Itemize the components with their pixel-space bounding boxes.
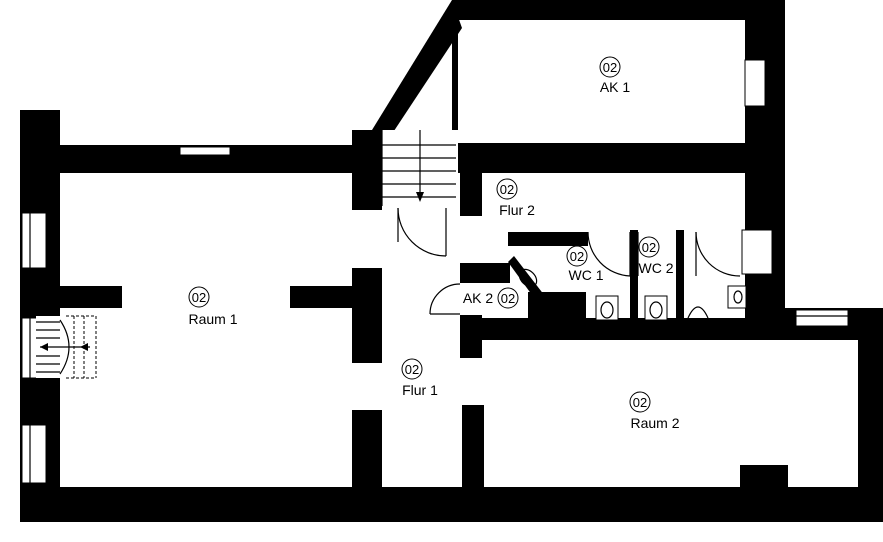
room-wc1: 02 WC 1	[566, 245, 604, 283]
urinal	[687, 306, 709, 319]
room-raum2-level: 02	[633, 395, 647, 410]
wall-wc-top-left	[508, 232, 588, 246]
room-ak1: 02 AK 1	[599, 56, 631, 95]
wall-diagonal	[372, 0, 462, 140]
wall-raum2-notch	[740, 465, 788, 490]
room-raum1-label: Raum 1	[188, 311, 237, 327]
wall-flur1-left-lower	[352, 410, 382, 490]
wall-wc-partition-1	[630, 230, 638, 325]
staircase-left	[36, 315, 97, 379]
room-ak1-label: AK 1	[600, 79, 631, 95]
wall-flur2-left	[460, 168, 482, 216]
wall-flur1-left-middle	[352, 268, 382, 363]
sink-right	[727, 285, 747, 309]
toilet-wc1	[595, 295, 619, 321]
room-flur2-label: Flur 2	[499, 202, 535, 218]
room-wc2-label: WC 2	[639, 260, 674, 276]
room-flur1-level: 02	[405, 362, 419, 377]
room-flur1-label: Flur 1	[402, 382, 438, 398]
window-ak1-right	[744, 59, 766, 107]
room-ak1-level: 02	[603, 60, 617, 75]
doors	[397, 207, 773, 315]
wall-wc-row-bottom	[482, 318, 782, 340]
sanitary	[508, 256, 747, 321]
wall-ak1-left	[452, 20, 458, 145]
room-raum2-label: Raum 2	[630, 415, 679, 431]
wall-flur1-left-upper	[352, 130, 382, 210]
room-ak2-level: 02	[501, 291, 515, 306]
room-flur2-level: 02	[500, 182, 514, 197]
wall-raum2-right	[858, 308, 883, 522]
room-wc1-label: WC 1	[569, 267, 604, 283]
wall-ak1-top	[452, 0, 785, 20]
room-raum1-level: 02	[192, 290, 206, 305]
windows	[21, 59, 849, 484]
wall-raum1-stub-right	[290, 286, 355, 308]
toilet-wc2	[644, 295, 668, 321]
room-wc2: 02 WC 2	[638, 236, 674, 276]
window-raum2-top	[795, 309, 849, 327]
room-flur2: 02 Flur 2	[496, 178, 535, 218]
wall-bottom	[20, 487, 862, 522]
room-raum1: 02 Raum 1	[188, 286, 238, 327]
room-wc2-level: 02	[642, 240, 656, 255]
wall-ak2-top	[460, 263, 510, 283]
walls	[20, 0, 883, 522]
wall-ak2-jamb	[460, 315, 482, 358]
room-wc1-level: 02	[570, 249, 584, 264]
room-ak2: AK 2 02	[463, 287, 519, 309]
window-left-upper	[21, 212, 47, 269]
window-raum1-top	[179, 146, 231, 156]
wall-raum2-left	[462, 405, 484, 490]
wall-ak1-bottom	[452, 143, 785, 173]
wall-wc-partition-2	[676, 230, 684, 325]
room-raum2: 02 Raum 2	[629, 391, 680, 431]
wall-raum1-stub-left	[58, 286, 122, 308]
room-flur1: 02 Flur 1	[401, 358, 438, 398]
staircase-upper	[381, 130, 458, 206]
window-left-lower	[21, 424, 47, 484]
room-ak2-label: AK 2	[463, 290, 494, 306]
